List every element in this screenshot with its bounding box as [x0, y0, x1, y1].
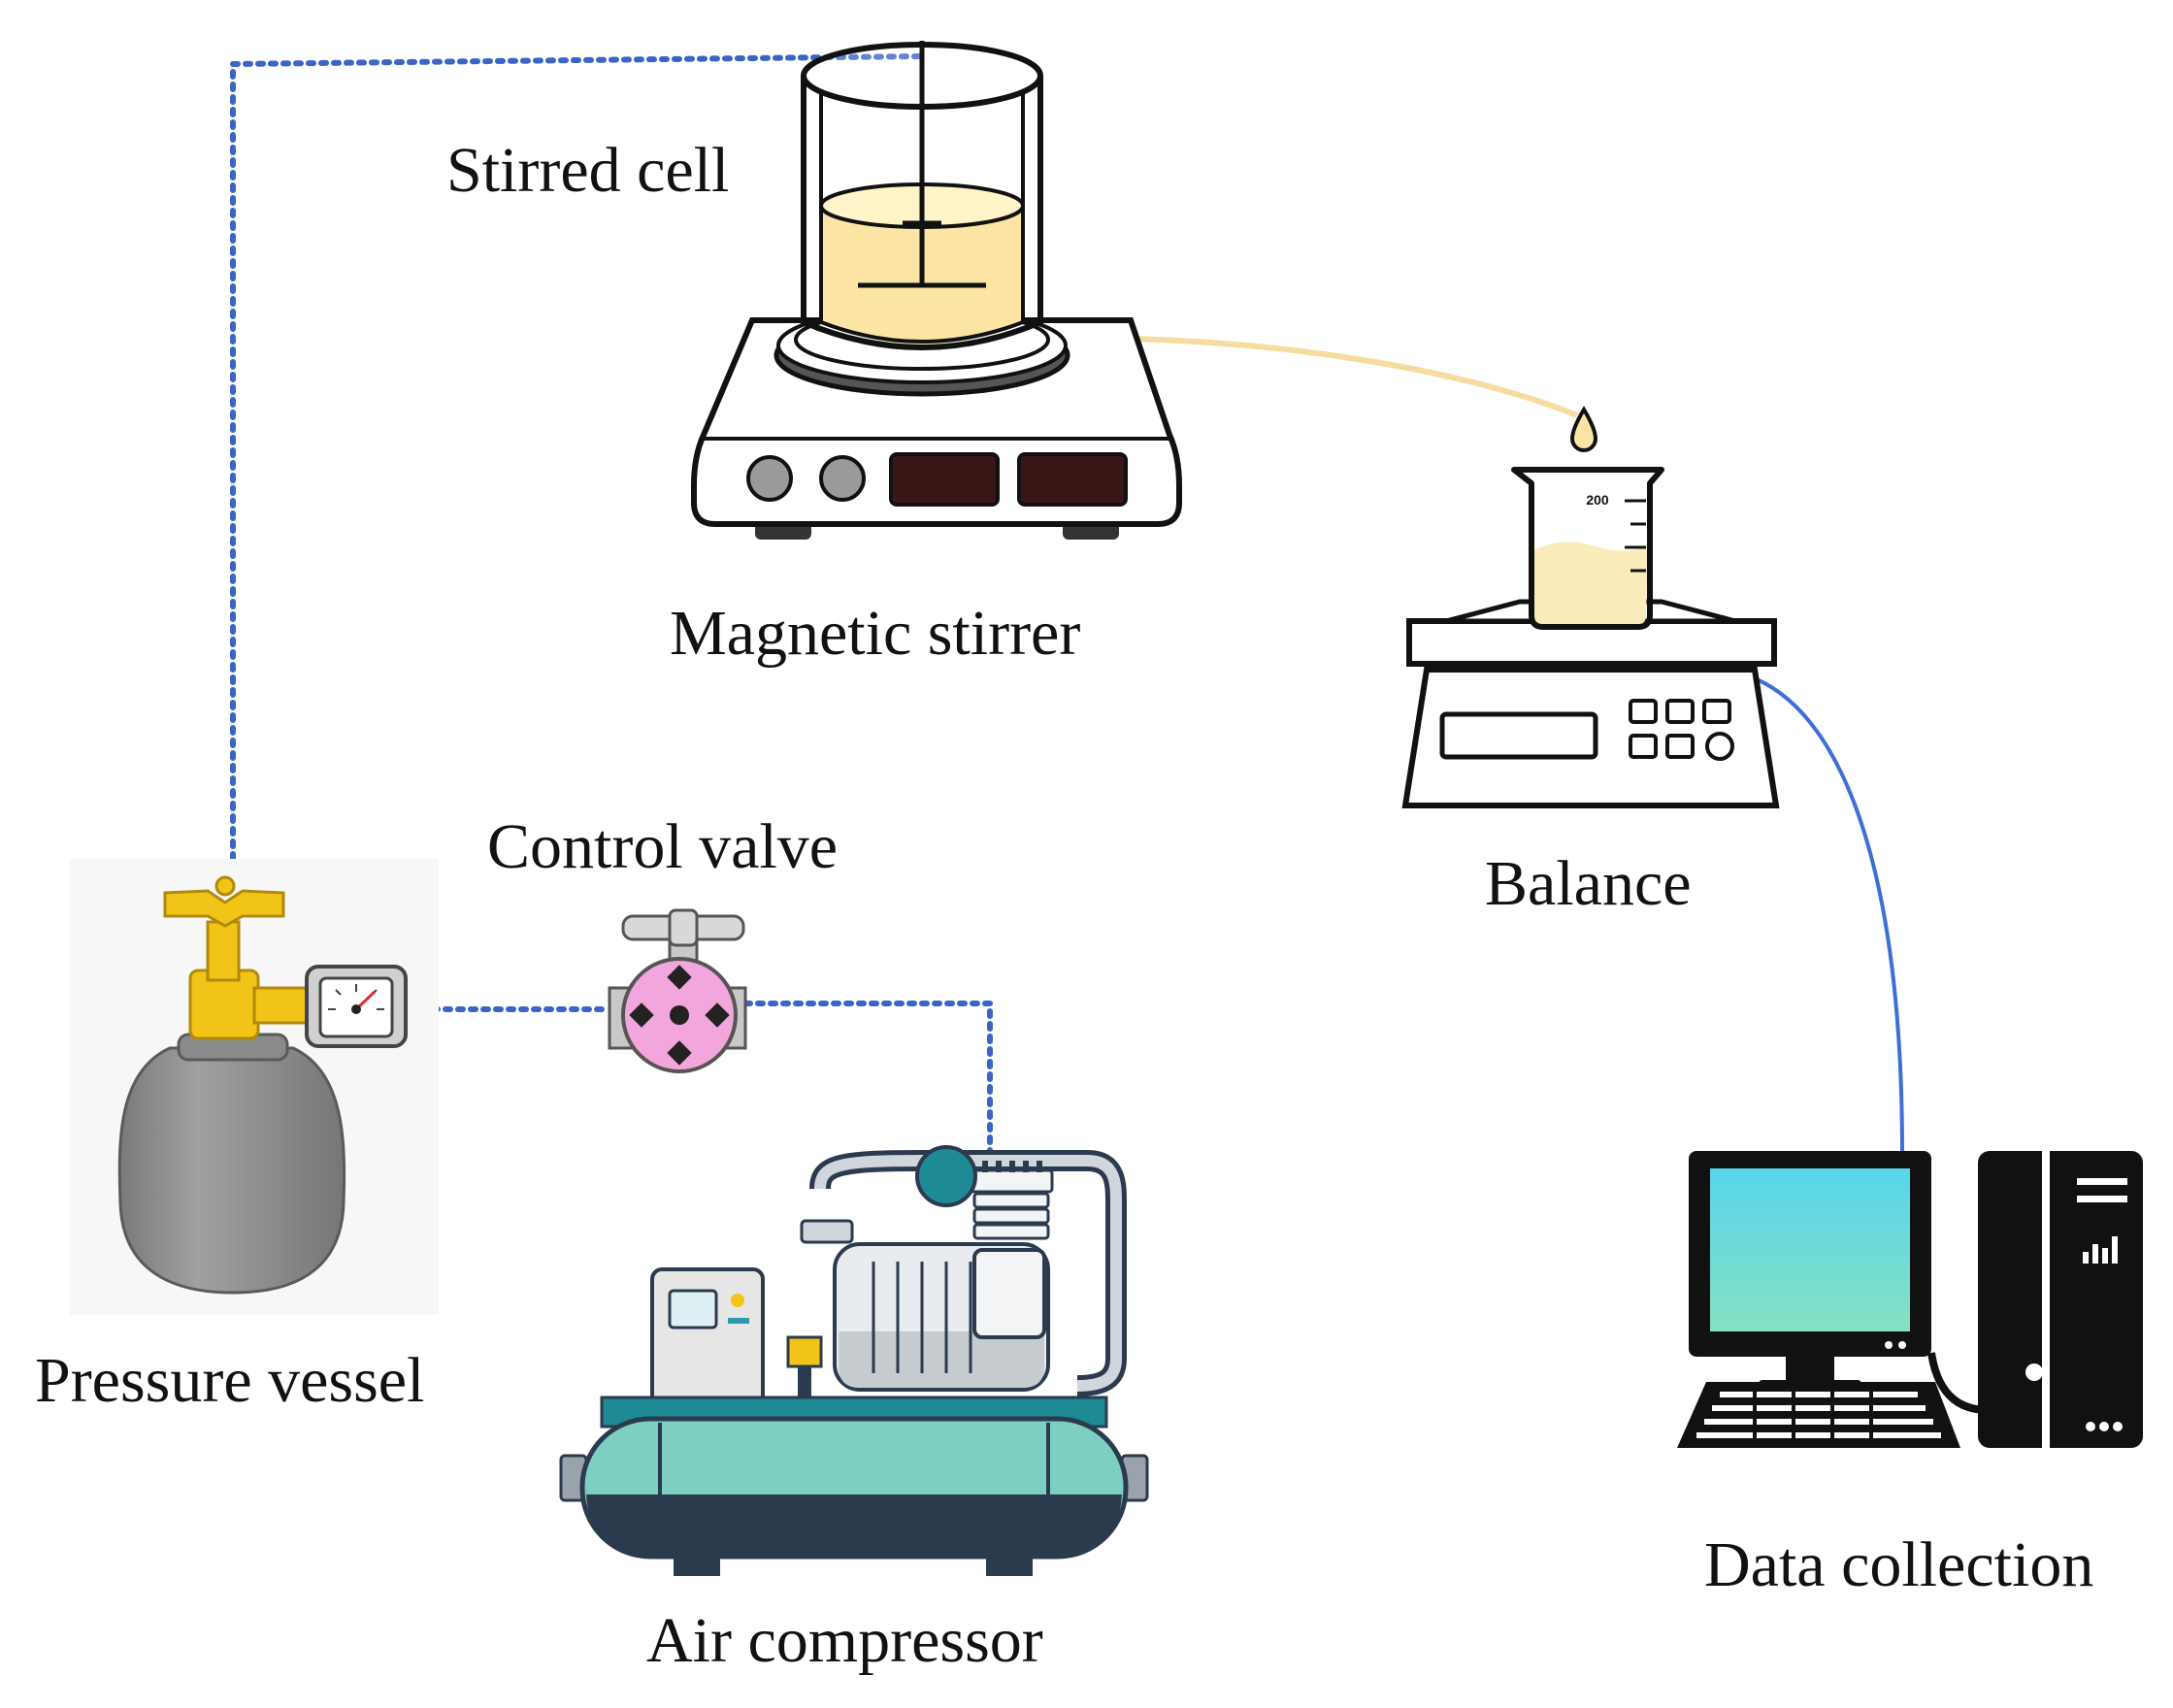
pc-tower-icon [1978, 1151, 2143, 1448]
label-balance: Balance [1485, 848, 1692, 919]
label-control-valve: Control valve [487, 811, 839, 882]
label-pressure-vessel: Pressure vessel [35, 1345, 425, 1416]
beaker-volume-mark: 200 [1586, 492, 1609, 508]
stirred-cell-icon [801, 41, 1043, 350]
data-cable [1756, 677, 1904, 1154]
gas-line-valve-to-compressor [742, 1001, 993, 1167]
balance-icon [1401, 599, 1780, 808]
pressure-gauge-icon [305, 965, 408, 1048]
pressure-vessel-icon [70, 859, 439, 1315]
label-magnetic-stirrer: Magnetic stirrer [670, 598, 1081, 669]
gas-line-vessel-to-cell [230, 52, 925, 862]
keyboard-icon [1677, 1352, 2032, 1448]
label-data-collection: Data collection [1704, 1529, 2094, 1600]
label-air-compressor: Air compressor [646, 1605, 1043, 1676]
beaker-icon: 200 [1511, 406, 1664, 630]
control-valve-icon [608, 908, 747, 1073]
droplet-icon [1569, 406, 1598, 452]
air-compressor-icon [559, 1145, 1149, 1576]
computer-monitor-icon [1689, 1151, 1931, 1394]
label-stirred-cell: Stirred cell [446, 135, 730, 206]
permeate-line [1071, 335, 1579, 418]
